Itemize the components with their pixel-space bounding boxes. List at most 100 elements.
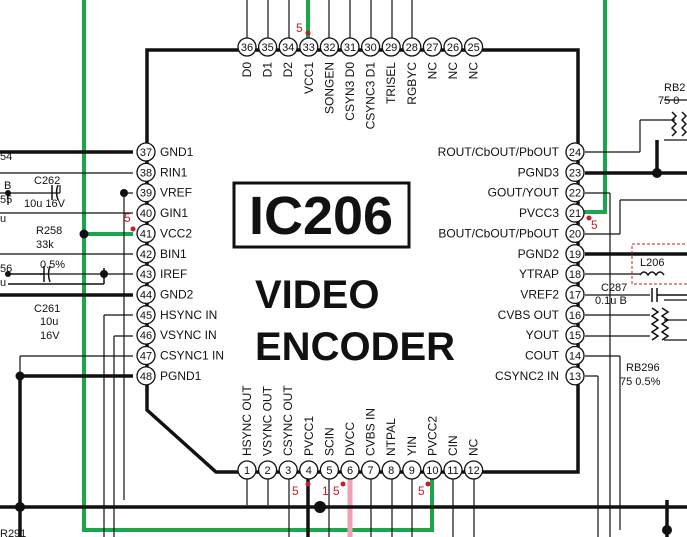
pin-right-circle-4 [565,223,585,244]
pin-right-circle-9 [565,325,585,345]
r258-value: 33k [36,239,54,251]
pin-top-number: 34 [282,42,294,54]
pin-right-circle-8 [565,305,585,325]
pin-left-label: HSYNC IN [160,308,217,322]
pin-right-number: 15 [569,330,581,342]
supply-mark-dvcc-a: 1 [322,484,329,498]
pin-bottom-number: 5 [326,465,332,477]
pin-top-number: 31 [344,42,356,54]
chip-designator: IC206 [249,186,393,246]
inductor-l206 [639,271,665,277]
pin-top-circle-6 [360,37,381,57]
pin-right-circle-6 [565,264,585,284]
l206-label: L206 [640,257,664,269]
pin-right-label: GOUT/YOUT [488,186,560,200]
l206-dashed-box [631,243,687,285]
pin-right-number: 21 [569,208,581,220]
pin-right-number: 24 [569,147,581,159]
pin-top-number: 28 [406,42,418,54]
pin-top-number: 29 [385,42,397,54]
pin-top-circle-5 [340,37,360,57]
supply-dot-vcc1 [305,30,311,36]
supply-dot-pvcc2 [425,481,431,487]
pin-bottom-number: 7 [368,465,374,477]
pin-left-label: VREF [160,186,192,200]
pin-top-label: VCC1 [302,62,316,94]
pin-right-label: COUT [525,349,560,363]
pin-right-circle-3 [565,203,585,223]
pin-top-label: SONGEN [322,62,336,114]
pin-right-label: VREF2 [520,287,559,301]
pin-bottom-number: 4 [306,465,312,477]
pin-right-circle-11 [565,366,585,386]
pin-right-label: CSYNC2 IN [495,369,559,383]
pin-bottom-circle-0 [237,460,257,480]
pin-right-circle-0 [565,142,585,162]
pin-left-number: 37 [140,147,152,159]
pin-right-label: ROUT/CbOUT/PbOUT [438,145,560,159]
pin-bottom-number: 11 [447,465,458,477]
pin-bottom-label: CVBS IN [364,408,378,456]
pin-right-number: 17 [569,289,581,301]
pin-top-label: NC [467,62,481,80]
pin-top-number: 25 [467,42,479,54]
edge-label-b: B [4,180,11,192]
supply-mark-vcc2: 5 [124,211,131,225]
pin-right-number: 16 [569,310,581,322]
edge-label-bottom: R291 [0,528,26,537]
edge-label-u1: u [0,213,6,225]
pin-bottom-circle-10 [443,460,463,480]
edge-label-u2: u [0,277,6,289]
pin-left-label: RIN1 [160,165,188,179]
pin-left-circle-9 [136,325,156,345]
pin-bottom-label: CIN [446,435,460,456]
rb296-value: 75 0.5% [620,376,661,388]
pin-bottom-label: YIN [405,436,419,456]
pin-left-circle-0 [136,142,156,162]
pin-top-label: CSYN3 D0 [343,62,357,121]
pins-right-group: 24ROUT/CbOUT/PbOUT23PGND322GOUT/YOUT21PV… [438,142,585,386]
pin-bottom-circle-8 [402,460,422,480]
supply-mark-pvcc3: 5 [591,218,598,232]
supply-dot-pvcc3 [586,215,592,221]
pin-right-label: BOUT/CbOUT/PbOUT [438,226,559,240]
pin-left-label: GIN1 [160,206,188,220]
pin-left-number: 38 [140,167,152,179]
c261-label: C261 [34,303,60,315]
green-power-traces [82,0,607,532]
pin-right-circle-5 [565,244,585,264]
pin-left-number: 43 [140,269,152,281]
pin-left-number: 39 [140,188,152,200]
pin-top-label: D2 [281,62,295,78]
pin-left-label: BIN1 [160,247,187,261]
pin-left-circle-7 [136,284,156,305]
pin-right-number: 23 [569,167,581,179]
pin-top-label: NC [425,62,439,80]
pin-bottom-label: PVCC1 [302,416,316,456]
pin-left-label: GND1 [160,145,194,159]
r258-label: R258 [36,225,62,237]
pin-right-label: PGND2 [518,247,560,261]
pin-right-circle-7 [565,284,585,305]
pin-top-number: 26 [447,42,459,54]
pin-bottom-label: VSYNC OUT [261,385,275,456]
pin-bottom-label: SCIN [322,427,336,456]
pin-top-label: NC [446,62,460,80]
pin-left-circle-4 [136,223,156,244]
pin-top-circle-10 [443,37,463,57]
pin-top-circle-3 [299,37,319,57]
pin-top-number: 30 [364,42,376,54]
pin-bottom-number: 1 [244,465,250,477]
supply-dot-vcc2 [130,226,136,232]
pin-top-label: D0 [240,62,254,78]
green-trace-main [82,0,434,532]
junction-dots [5,168,672,535]
pin-left-number: 45 [140,310,152,322]
pin-left-circle-11 [136,366,156,386]
capacitor-c287 [651,288,687,302]
rb-top-label: RB2 [664,82,685,94]
